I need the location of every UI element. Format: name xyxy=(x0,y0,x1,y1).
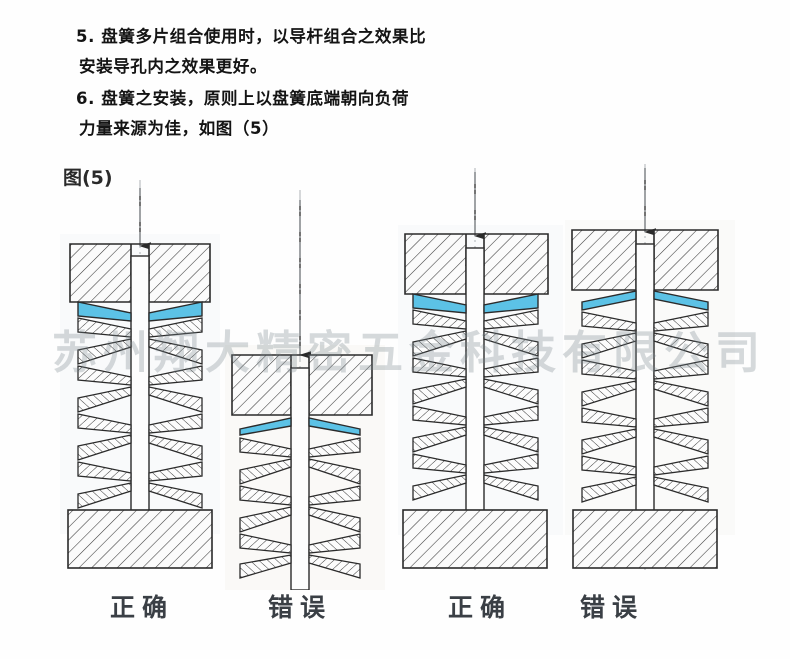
caption-panel-4: 错误 xyxy=(580,593,645,622)
panel-3-drawing xyxy=(398,168,563,570)
paragraph-5-line-1: 5. 盘簧多片组合使用时，以导杆组合之效果比 xyxy=(76,27,427,46)
panel-2-guide-rod xyxy=(290,367,310,590)
panel-1-guide-rod xyxy=(130,255,150,531)
figure-diagram-area xyxy=(0,150,790,590)
paragraph-6-line-1: 6. 盘簧之安装，原则上以盘簧底端朝向负荷 xyxy=(76,89,410,108)
paragraph-5-line-2: 安装导孔内之效果更好。 xyxy=(79,57,268,76)
caption-panel-2: 错误 xyxy=(268,593,333,622)
panel-4-bottom-block xyxy=(572,509,718,569)
panel-4-drawing xyxy=(565,164,735,570)
panel-3-spring-stack xyxy=(412,309,539,501)
panel-4-blue-disc-spring xyxy=(581,290,709,311)
paragraph-6-line-2: 力量来源为佳，如图（5） xyxy=(79,119,280,138)
panel-3-bottom-block xyxy=(402,509,548,569)
instruction-text-block: 5. 盘簧多片组合使用时，以导杆组合之效果比 安装导孔内之效果更好。 6. 盘簧… xyxy=(76,22,716,146)
panel-3-blue-disc-spring xyxy=(412,293,539,314)
caption-panel-1: 正确 xyxy=(110,593,175,622)
panel-1-drawing xyxy=(60,180,220,570)
panel-4-spring-stack xyxy=(581,311,709,503)
figure-captions: 正确 错误 正确 错误 xyxy=(0,588,790,643)
panel-2-drawing xyxy=(225,190,385,590)
paragraph-6: 6. 盘簧之安装，原则上以盘簧底端朝向负荷 力量来源为佳，如图（5） xyxy=(76,84,716,144)
panel-4-guide-rod xyxy=(635,243,655,531)
panel-2-spring-stack xyxy=(239,437,361,579)
panel-1-blue-disc-spring xyxy=(77,301,203,322)
figure-label: 图(5) xyxy=(63,167,113,189)
panel-2-blue-disc-spring xyxy=(239,417,361,436)
panel-1-spring-stack xyxy=(77,317,203,509)
paragraph-5: 5. 盘簧多片组合使用时，以导杆组合之效果比 安装导孔内之效果更好。 xyxy=(76,22,716,82)
panel-3-guide-rod xyxy=(465,247,485,531)
caption-panel-3: 正确 xyxy=(448,593,513,622)
panel-1-bottom-block xyxy=(67,509,213,569)
